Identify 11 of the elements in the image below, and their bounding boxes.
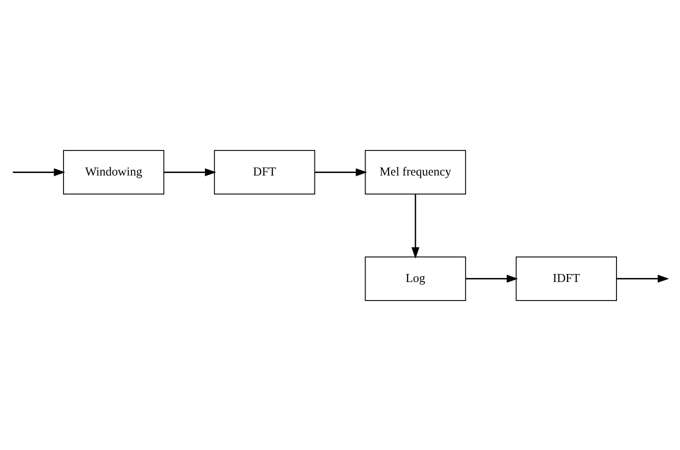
arrow — [164, 168, 216, 176]
node-box: IDFT — [516, 256, 617, 300]
node-box: DFT — [214, 150, 316, 194]
arrow — [411, 194, 420, 258]
arrow — [616, 274, 670, 282]
arrow — [466, 274, 518, 282]
arrow — [12, 168, 66, 176]
node-box: Mel frequency — [364, 150, 466, 194]
arrow — [314, 168, 368, 176]
node-box: Windowing — [63, 150, 164, 194]
node-box: Log — [364, 256, 466, 300]
